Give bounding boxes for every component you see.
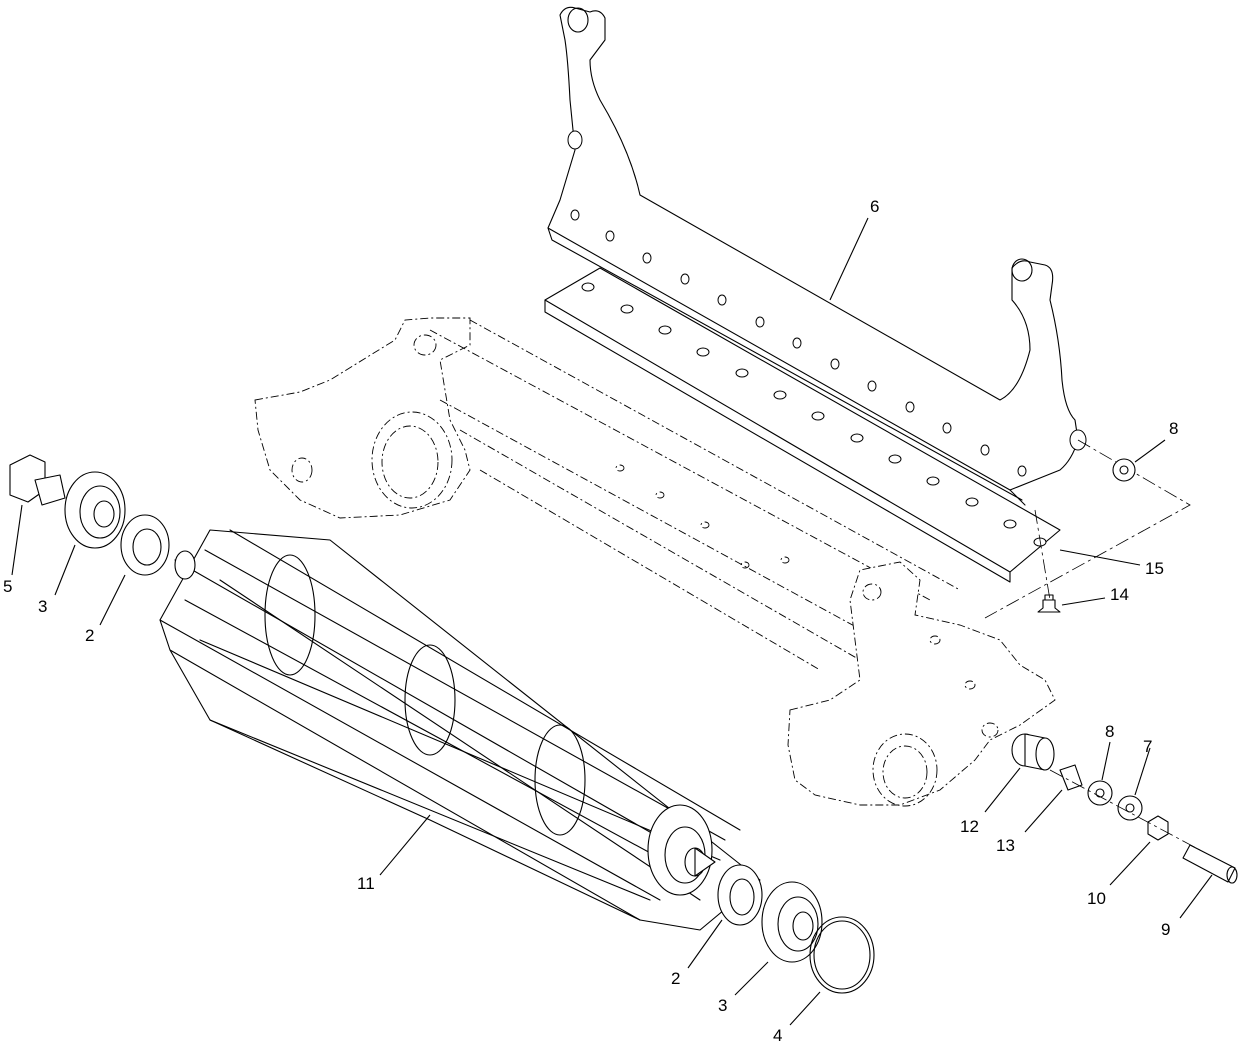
callout-4: 4	[773, 1026, 782, 1045]
bearing-3-right	[761, 881, 823, 963]
frame-phantom	[254, 317, 1056, 807]
leader-lines	[11, 217, 1213, 1026]
callout-11: 11	[357, 874, 375, 893]
callout-15: 15	[1145, 559, 1164, 578]
washer-8-upper	[1112, 458, 1136, 482]
callout-3: 3	[38, 597, 47, 616]
callout-2: 2	[671, 969, 680, 988]
nut-10	[1147, 815, 1169, 841]
callout-10: 10	[1087, 889, 1106, 908]
callout-12: 12	[960, 817, 979, 836]
screw-14	[1037, 594, 1061, 613]
reel-11	[159, 529, 761, 931]
callout-7: 7	[1143, 737, 1152, 756]
bushing-12	[1011, 733, 1055, 771]
washer-7	[1117, 795, 1143, 821]
callout-labels: 6 8 15 14 5 3 2 11 2 3 4 12 13 8 7 10 9	[3, 197, 1178, 1045]
callout-5: 5	[3, 577, 12, 596]
nut-5	[9, 454, 66, 506]
callout-8: 8	[1105, 722, 1114, 741]
bearing-3-left	[64, 471, 126, 549]
washer-8-lower	[1087, 780, 1113, 806]
bedbar-frame-6	[547, 6, 1087, 506]
bedknife-15	[544, 267, 1061, 583]
shaft-9	[1182, 844, 1238, 884]
seal-2-right	[717, 864, 763, 926]
seal-2-left	[120, 514, 170, 576]
spacer-13	[1059, 764, 1083, 791]
callout-13: 13	[996, 836, 1015, 855]
callout-3: 3	[718, 996, 727, 1015]
callout-8: 8	[1169, 419, 1178, 438]
callout-2: 2	[85, 626, 94, 645]
ring-4	[809, 916, 875, 994]
callout-14: 14	[1110, 585, 1129, 604]
callout-9: 9	[1161, 920, 1170, 939]
callout-6: 6	[870, 197, 879, 216]
